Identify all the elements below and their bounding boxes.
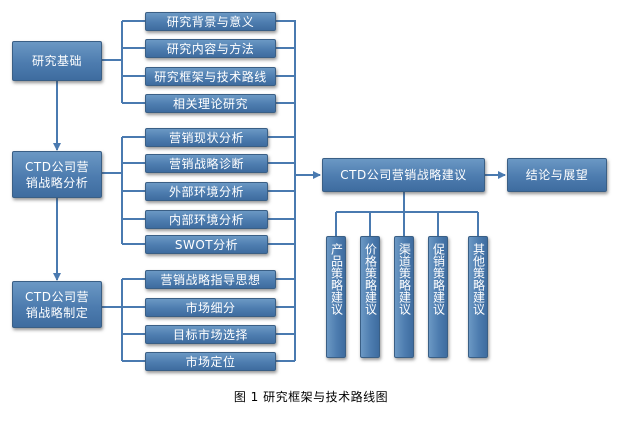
suggestion-item-label: 渠道策略建议	[397, 243, 412, 315]
suggestion-tree	[335, 192, 479, 236]
strategy-formulation-label: CTD公司营销战略制定	[25, 289, 89, 320]
analysis-item-label: 营销战略诊断	[168, 156, 244, 171]
analysis-item: 外部环境分析	[145, 182, 268, 201]
formulation-item: 市场定位	[145, 352, 276, 371]
research-basis-node: 研究基础	[12, 41, 102, 81]
analysis-item-label: 营销现状分析	[168, 130, 244, 145]
suggestion-item: 促销策略建议	[428, 236, 448, 358]
suggestion-item: 价格策略建议	[360, 236, 380, 358]
strategy-formulation-node: CTD公司营销战略制定	[12, 281, 102, 328]
basis-item-label: 研究内容与方法	[166, 41, 255, 56]
formulation-item-label: 营销战略指导思想	[160, 272, 261, 287]
suggestion-item-label: 价格策略建议	[363, 243, 378, 315]
basis-item-label: 研究背景与意义	[166, 14, 255, 29]
analysis-item-label: 内部环境分析	[168, 212, 244, 227]
status-analysis-node: CTD公司营销战略分析	[12, 151, 102, 198]
suggestion-item: 产品策略建议	[326, 236, 346, 358]
conclusion-node: 结论与展望	[507, 158, 607, 192]
bracket-formulation-right	[276, 278, 296, 362]
basis-item-label: 研究框架与技术路线	[154, 69, 267, 84]
status-analysis-label: CTD公司营销战略分析	[25, 159, 89, 190]
formulation-item: 营销战略指导思想	[145, 270, 276, 289]
research-basis-label: 研究基础	[31, 54, 82, 68]
analysis-item-label: 外部环境分析	[168, 184, 244, 199]
basis-item: 研究内容与方法	[145, 39, 276, 58]
center-strategy-label: CTD公司营销战略建议	[340, 168, 467, 182]
formulation-item: 市场细分	[145, 298, 276, 317]
basis-item: 相关理论研究	[145, 94, 276, 113]
basis-item: 研究背景与意义	[145, 12, 276, 31]
formulation-item: 目标市场选择	[145, 325, 276, 344]
formulation-item-label: 目标市场选择	[172, 327, 248, 342]
center-strategy-node: CTD公司营销战略建议	[322, 158, 485, 192]
suggestion-item: 其他策略建议	[468, 236, 488, 358]
analysis-item-label: SWOT分析	[174, 237, 239, 252]
bracket-analysis	[101, 136, 145, 245]
bracket-formulation	[101, 278, 145, 362]
basis-item-label: 相关理论研究	[172, 96, 248, 111]
suggestion-item-label: 产品策略建议	[329, 243, 344, 315]
conclusion-label: 结论与展望	[525, 168, 589, 182]
bracket-analysis-right	[268, 136, 296, 245]
basis-item: 研究框架与技术路线	[145, 67, 276, 86]
analysis-item: 内部环境分析	[145, 210, 268, 229]
bracket-basis-right	[276, 20, 296, 104]
suggestion-item-label: 促销策略建议	[431, 243, 446, 315]
suggestion-item-label: 其他策略建议	[471, 243, 486, 315]
analysis-item: SWOT分析	[145, 235, 268, 254]
bracket-basis	[101, 20, 145, 104]
figure-caption: 图 1 研究框架与技术路线图	[233, 390, 389, 404]
formulation-item-label: 市场定位	[185, 354, 236, 369]
analysis-item: 营销现状分析	[145, 128, 268, 147]
suggestion-item: 渠道策略建议	[394, 236, 414, 358]
formulation-item-label: 市场细分	[185, 300, 236, 315]
analysis-item: 营销战略诊断	[145, 154, 268, 173]
